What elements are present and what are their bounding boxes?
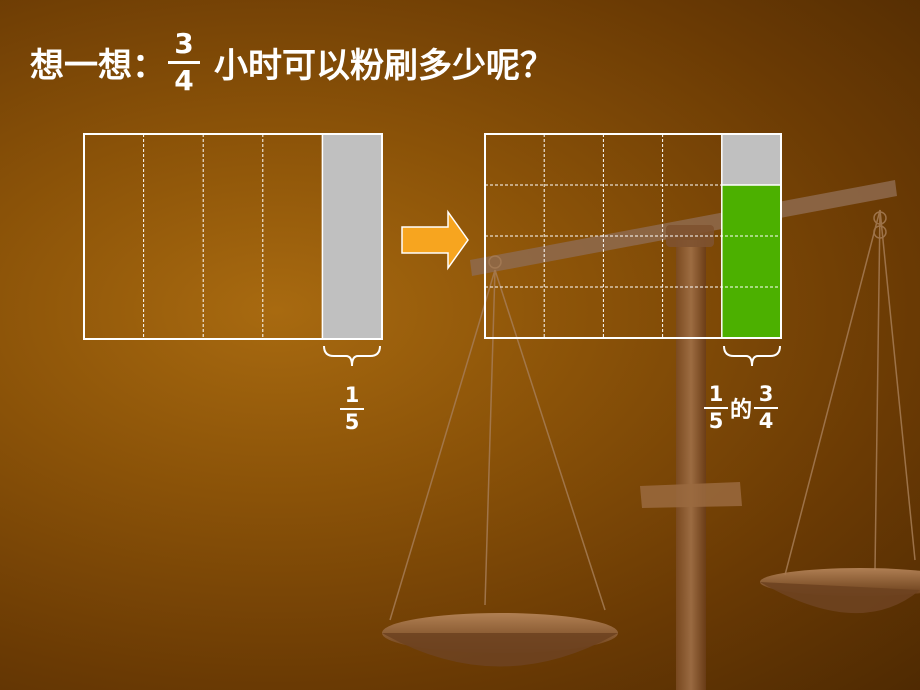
fraction-bar (168, 60, 200, 64)
fraction-bar (340, 408, 364, 410)
fraction-bar (704, 407, 728, 409)
left-label-numerator: 1 (344, 383, 360, 407)
right-label-a-numerator: 1 (708, 382, 724, 406)
right-diagram (484, 133, 782, 367)
left-label: 1 5 (340, 383, 364, 433)
left-label-denominator: 5 (344, 410, 360, 434)
title-fraction: 3 4 (168, 26, 200, 97)
arrow-right-icon (401, 209, 469, 271)
right-gray-cell (722, 134, 781, 185)
right-brace (723, 345, 781, 367)
title-fraction-numerator: 3 (174, 26, 194, 60)
left-brace (323, 345, 381, 367)
right-label-fraction-a: 1 5 (704, 384, 728, 432)
right-green-cells (722, 185, 781, 338)
left-shaded-column (322, 134, 382, 339)
right-label-b-numerator: 3 (758, 382, 774, 406)
right-label-of: 的 (730, 398, 753, 423)
right-label-fraction-b: 3 4 (754, 382, 779, 433)
fraction-bar (754, 407, 779, 409)
left-label-fraction: 1 5 (340, 385, 364, 433)
title-prefix: 想一想： (30, 45, 166, 86)
title-suffix: 小时可以粉刷多少呢？ (214, 45, 554, 86)
title-fraction-denominator: 4 (174, 63, 194, 97)
left-diagram (83, 133, 383, 367)
left-rect-outline (83, 133, 383, 340)
right-label-a-denominator: 5 (708, 409, 724, 433)
pole (676, 240, 706, 690)
right-label-b-denominator: 4 (758, 409, 774, 433)
right-label: 1 5 的 3 4 (704, 382, 779, 433)
page-title: 想一想： 3 4 小时可以粉刷多少呢？ (30, 22, 554, 102)
